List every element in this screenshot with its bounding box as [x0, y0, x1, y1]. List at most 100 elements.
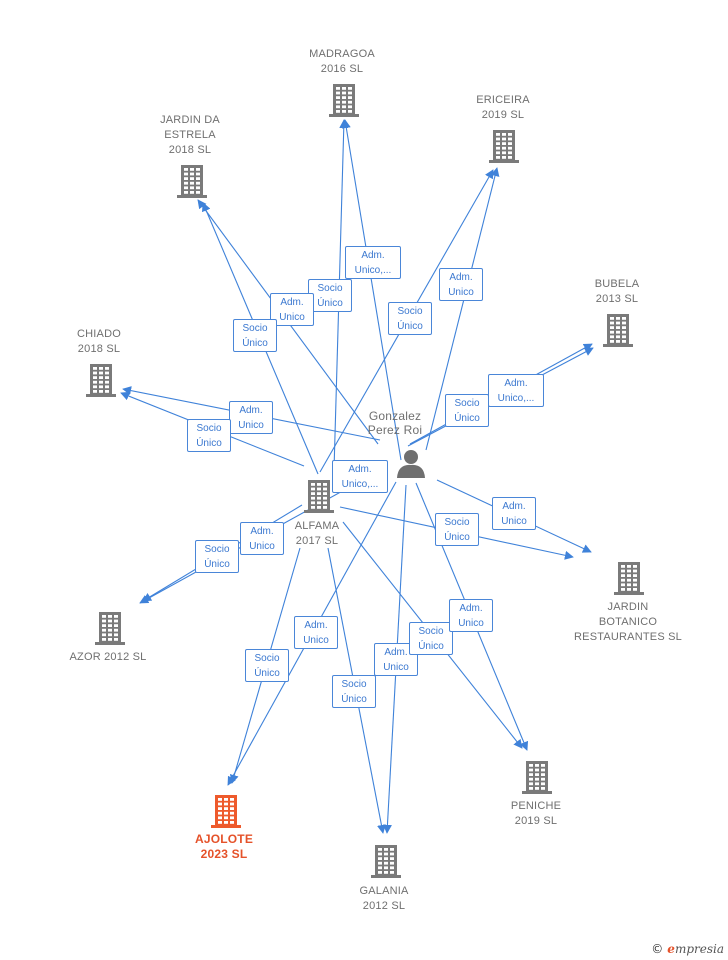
relation-line: Adm. — [502, 501, 526, 512]
relation-line: Único — [242, 338, 268, 349]
building-icon[interactable] — [329, 84, 359, 117]
relation-line: Adm. — [280, 297, 304, 308]
label-line: JARDIN DA — [160, 114, 220, 126]
company-label-bubela[interactable]: BUBELA 2013 SL — [595, 277, 640, 307]
label-line: 2018 SL — [168, 144, 212, 156]
company-label-chiado[interactable]: CHIADO 2018 SL — [77, 327, 121, 357]
relation-line: Unico — [458, 618, 484, 629]
building-icon[interactable] — [211, 795, 241, 828]
relation-line: Socio — [418, 626, 444, 637]
label-line: BUBELA — [594, 278, 640, 290]
company-label-ericeira[interactable]: ERICEIRA 2019 SL — [476, 93, 530, 123]
relation-line: Adm. — [449, 272, 473, 283]
relation-line: Socio — [242, 323, 268, 334]
relation-line: Único — [418, 641, 444, 652]
label-line: MADRAGOA — [309, 48, 375, 60]
relation-line: Unico — [448, 287, 474, 298]
relation-label[interactable]: Adm. Unico — [270, 293, 314, 326]
label-line: AJOLOTE — [194, 832, 254, 846]
label-line: 2016 SL — [320, 63, 364, 75]
person-icon[interactable] — [397, 450, 425, 478]
label-line: 2013 SL — [595, 293, 639, 305]
building-icon[interactable] — [522, 761, 552, 794]
relation-label[interactable]: Adm.Unico,... — [488, 374, 544, 407]
relation-line: Único — [397, 321, 423, 332]
relation-line: Adm. — [361, 250, 385, 261]
building-icon[interactable] — [371, 845, 401, 878]
relation-line: Único — [204, 559, 230, 570]
copyright-symbol: © — [651, 942, 664, 956]
relation-label[interactable]: Adm. Unico,... — [332, 460, 388, 493]
relation-line: Único — [254, 668, 280, 679]
relation-label[interactable]: Adm. Unico,... — [345, 246, 401, 279]
relation-line: Socio — [204, 544, 230, 555]
relation-line: Unico — [501, 516, 527, 527]
relation-line: Unico,... — [497, 393, 535, 404]
label-line: ESTRELA — [164, 129, 216, 141]
relation-line: Adm. — [304, 620, 328, 631]
company-label-jardin-estrela[interactable]: JARDIN DA ESTRELA 2018 SL — [160, 113, 220, 158]
relation-line: Único — [317, 298, 343, 309]
label-line: 2017 SL — [295, 535, 339, 547]
relation-label[interactable]: Adm.Unico — [229, 401, 273, 434]
building-icon[interactable] — [614, 562, 644, 595]
relation-label[interactable]: Adm. Unico — [492, 497, 536, 530]
relation-line: Único — [444, 532, 470, 543]
relation-label[interactable]: Adm.Unico — [294, 616, 338, 649]
label-line: 2012 SL — [362, 900, 406, 912]
relation-line: Unico,... — [354, 265, 392, 276]
building-icon[interactable] — [489, 130, 519, 163]
relation-line: Adm. — [384, 647, 408, 658]
label-line: ERICEIRA — [476, 94, 530, 106]
relation-line: Unico,... — [341, 479, 379, 490]
relation-line: Adm. — [459, 603, 483, 614]
relation-line: Socio — [317, 283, 343, 294]
label-line: CHIADO — [77, 328, 121, 340]
label-line: 2018 SL — [77, 343, 121, 355]
relation-label[interactable]: Adm. Unico — [449, 599, 493, 632]
relation-line: Socio — [397, 306, 423, 317]
building-icon[interactable] — [86, 364, 116, 397]
relation-line: Único — [341, 694, 367, 705]
label-line: AZOR 2012 SL — [69, 651, 147, 663]
label-line: ALFAMA — [294, 520, 340, 532]
relation-label[interactable]: Adm.Unico — [240, 522, 284, 555]
relation-line: Adm. — [348, 464, 372, 475]
relation-line: Socio — [454, 398, 480, 409]
company-label-alfama[interactable]: ALFAMA 2017 SL — [295, 519, 340, 549]
label-line: PENICHE — [510, 800, 562, 812]
building-icon[interactable] — [95, 612, 125, 645]
brand-name: mpresia — [674, 942, 724, 956]
relation-line: Adm. — [239, 405, 263, 416]
relation-line: Socio — [341, 679, 367, 690]
label-line: 2019 SL — [481, 109, 525, 121]
relation-line: Único — [454, 413, 480, 424]
building-icon[interactable] — [603, 314, 633, 347]
brand-logo: ©empresia — [651, 942, 724, 956]
relation-label[interactable]: Adm. Unico — [439, 268, 483, 301]
relation-arrow — [425, 167, 500, 451]
brand-initial: e — [667, 942, 675, 956]
building-icon[interactable] — [304, 480, 334, 513]
label-line: Perez Roi — [367, 423, 423, 437]
company-label-azor[interactable]: AZOR 2012 SL — [70, 650, 147, 665]
label-line: Gonzalez — [368, 409, 422, 423]
company-label-madragoa[interactable]: MADRAGOA 2016 SL — [309, 47, 375, 77]
relation-line: Unico — [279, 312, 305, 323]
building-icon[interactable] — [177, 165, 207, 198]
